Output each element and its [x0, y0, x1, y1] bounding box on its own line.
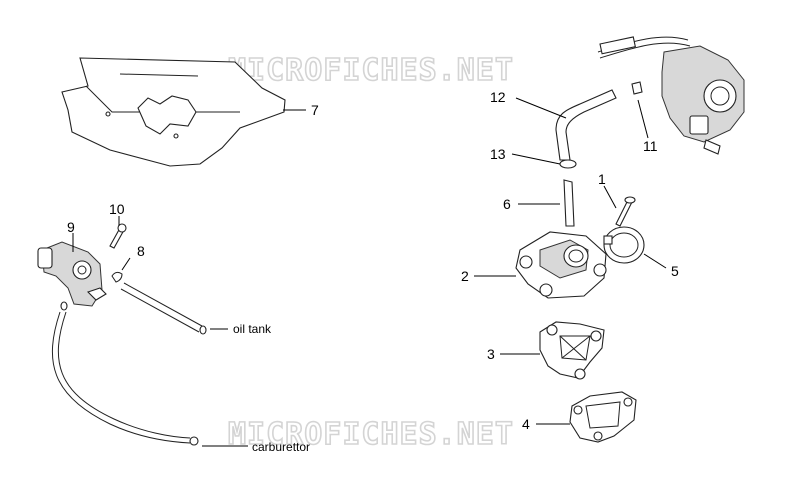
oil-pump: [37, 241, 107, 307]
callout-7: 7: [311, 102, 319, 118]
callout-5: 5: [671, 263, 679, 279]
screw-10: [109, 223, 127, 249]
callout-6: 6: [503, 196, 511, 212]
intake-manifold: [515, 231, 607, 299]
clamp-ring: [603, 226, 645, 264]
carburettor-hose: [51, 301, 199, 446]
callout-10: 10: [109, 201, 125, 217]
watermark-bottom: MICROFICHES.NET: [228, 417, 514, 452]
watermark-top: MICROFICHES.NET: [228, 53, 514, 88]
screw-1: [615, 196, 636, 227]
callout-12: 12: [490, 89, 506, 105]
spacer-6: [563, 179, 575, 227]
callout-1: 1: [598, 171, 606, 187]
hose-clip-8: [111, 271, 123, 283]
label-oil-tank: oil tank: [233, 322, 272, 336]
callout-4: 4: [522, 416, 530, 432]
callout-11: 11: [643, 138, 658, 154]
hose-clamp: [559, 159, 577, 169]
callout-2: 2: [461, 268, 469, 284]
callout-9: 9: [67, 219, 75, 235]
callout-8: 8: [137, 243, 145, 259]
callout-3: 3: [487, 346, 495, 362]
elbow-hose: [555, 89, 617, 161]
reed-valve: [539, 321, 605, 380]
oil-tank-hose: [120, 282, 207, 335]
gasket-plate: [61, 57, 286, 167]
reed-gasket: [569, 391, 637, 443]
callout-13: 13: [490, 146, 506, 162]
label-carburettor: carburettor: [252, 440, 310, 454]
carburettor: [597, 36, 745, 155]
